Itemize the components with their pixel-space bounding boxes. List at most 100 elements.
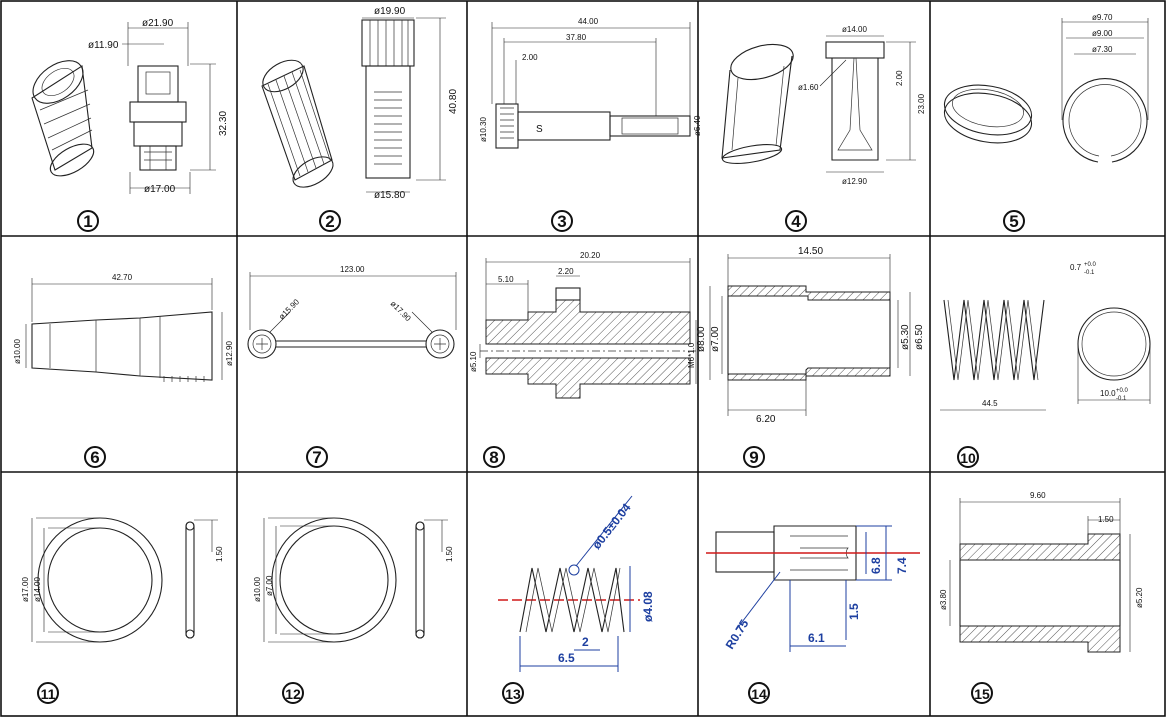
cell-13: ø0.5±0.04 ø4.08 2 6.5 13	[498, 495, 655, 704]
cell-4: ø14.00 ø1.60 2.00 23.00 ø12.90 4	[721, 25, 926, 232]
cell-6-number-label: 6	[90, 448, 99, 467]
cell-10: 44.5 0.7 +0.0 -0.1 10.0 +0.0 -0.1 10	[940, 262, 1151, 468]
dim-15-b: 1.50	[1098, 515, 1114, 524]
cell-11-number: 11	[37, 682, 59, 704]
cell-10-number: 10	[957, 446, 979, 468]
dim-15-c: ø3.80	[939, 589, 948, 610]
cell-3-number: 3	[551, 210, 573, 232]
dim-9-f: 6.20	[756, 414, 776, 425]
dim-10-b: +0.0	[1084, 262, 1097, 268]
part-2-isometric-view	[261, 59, 334, 188]
cell-4-number-label: 4	[791, 212, 801, 231]
dim-14-a: 6.8	[869, 557, 883, 574]
part-2-side-view: ø19.90 40.80 ø15.80	[361, 6, 459, 201]
cell-9: 14.50 ø8.00 ø7.00 ø5.30 ø6.50 6.20 9	[696, 246, 925, 468]
cell-14-number: 14	[748, 682, 770, 704]
cell-10-number-label: 10	[960, 450, 976, 466]
dim-11-b: ø14.00	[33, 577, 42, 602]
dim-4-c: 2.00	[895, 70, 904, 86]
cell-15: 9.60 1.50 ø3.80 ø5.20 15	[939, 491, 1144, 704]
dim-5-b: ø9.00	[1092, 29, 1113, 38]
part-6-side-view: 42.70 ø10.00 ø12.90	[13, 273, 234, 382]
dim-3-e: ø6.40	[693, 115, 702, 136]
part-7-side-view: 123.00 ø15.90 ø17.90	[247, 265, 457, 359]
dim-9-a: 14.50	[798, 246, 823, 257]
cell-15-number: 15	[971, 682, 993, 704]
cell-11: ø17.00 ø14.00 1.50 11	[21, 517, 224, 704]
dim-6-a: 42.70	[112, 273, 133, 282]
cell-1: ø21.90 ø11.90 32.30 ø17.00 1	[31, 18, 229, 232]
dim-11-a: ø17.00	[21, 577, 30, 602]
dim-3-b: 37.80	[566, 33, 587, 42]
cell-13-number-label: 13	[505, 686, 521, 702]
part-5-isometric-view	[943, 84, 1033, 144]
dim-2-a: ø19.90	[374, 6, 406, 17]
dim-12-b: ø7.00	[265, 575, 274, 596]
dim-10-e: +0.0	[1116, 388, 1129, 394]
dim-2-b: 40.80	[448, 89, 459, 114]
cell-1-number-label: 1	[83, 212, 92, 231]
dim-14-b: 7.4	[895, 557, 909, 574]
cell-6: 42.70 ø10.00 ø12.90 6	[13, 273, 234, 468]
dim-5-c: ø7.30	[1092, 45, 1113, 54]
dim-10-length: 44.5	[982, 399, 998, 408]
dim-9-e: ø6.50	[914, 324, 925, 350]
cell-7-number-label: 7	[312, 448, 321, 467]
cell-3-number-label: 3	[557, 212, 566, 231]
cell-8-number: 8	[483, 446, 505, 468]
dim-13-a: ø0.5±0.04	[589, 500, 633, 551]
dim-10-d: 10.0	[1100, 389, 1116, 398]
dim-1-b: ø11.90	[88, 40, 119, 51]
part-9-section-view: 14.50 ø8.00 ø7.00 ø5.30 ø6.50 6.20	[696, 246, 925, 425]
cell-6-number: 6	[84, 446, 106, 468]
cell-8-number-label: 8	[489, 448, 498, 467]
dim-8-a: 20.20	[580, 251, 601, 260]
dim-7-c: ø17.90	[389, 299, 413, 323]
part-8-section-view: 20.20 5.10 2.20 ø5.10 M6*1.0	[469, 251, 700, 399]
cell-14: 6.8 7.4 1.5 R0.75 6.1 14	[706, 525, 920, 704]
part-12-front-view: ø10.00 ø7.00	[253, 517, 397, 643]
cell-9-number: 9	[743, 446, 765, 468]
dim-3-c: 2.00	[522, 53, 538, 62]
dim-4-b: ø1.60	[798, 83, 819, 92]
dim-2-c: ø15.80	[374, 190, 406, 201]
dim-7-b: ø15.90	[277, 297, 301, 321]
dim-5-a: ø9.70	[1092, 13, 1113, 22]
part-11-side-view: 1.50	[185, 519, 224, 639]
dim-6-b: ø10.00	[13, 339, 22, 364]
cell-7-number: 7	[306, 446, 328, 468]
cell-5: ø9.70 ø9.00 ø7.30 5	[943, 13, 1149, 232]
part-1-side-view: ø21.90 ø11.90 32.30 ø17.00	[88, 18, 229, 195]
dim-8-b: 5.10	[498, 275, 514, 284]
cell-2-number: 2	[319, 210, 341, 232]
dim-11-c: 1.50	[215, 546, 224, 562]
cell-14-number-label: 14	[751, 686, 767, 702]
dim-1-c: 32.30	[218, 111, 229, 136]
part-10-spring-view: 44.5	[940, 299, 1046, 411]
dim-14-d: R0.75	[723, 617, 752, 652]
cell-1-number: 1	[77, 210, 99, 232]
dim-12-a: ø10.00	[253, 577, 262, 602]
cell-12: ø10.00 ø7.00 1.50 12	[253, 517, 454, 704]
cell-12-number: 12	[282, 682, 304, 704]
dim-9-d: ø5.30	[900, 324, 911, 350]
dim-1-a: ø21.90	[142, 18, 174, 29]
dim-8-d: ø5.10	[469, 351, 478, 372]
dim-10-f: -0.1	[1116, 396, 1127, 402]
part-10-ring-view: 0.7 +0.0 -0.1 10.0 +0.0 -0.1	[1070, 262, 1151, 404]
dim-12-c: 1.50	[445, 546, 454, 562]
cell-4-number: 4	[785, 210, 807, 232]
dim-6-c: ø12.90	[225, 341, 234, 366]
cell-2-number-label: 2	[325, 212, 334, 231]
dim-3-a: 44.00	[578, 17, 599, 26]
part-13-spring-view: ø0.5±0.04 ø4.08 2 6.5	[498, 495, 655, 672]
part-4-isometric-view	[721, 43, 794, 164]
dim-13-c: 2	[582, 635, 589, 649]
dim-14-c: 1.5	[847, 603, 861, 620]
cell-12-number-label: 12	[285, 686, 301, 702]
part-4-side-view: ø14.00 ø1.60 2.00 23.00 ø12.90	[798, 25, 926, 186]
dim-9-b: ø8.00	[696, 326, 707, 352]
part-1-isometric-view	[31, 60, 95, 177]
